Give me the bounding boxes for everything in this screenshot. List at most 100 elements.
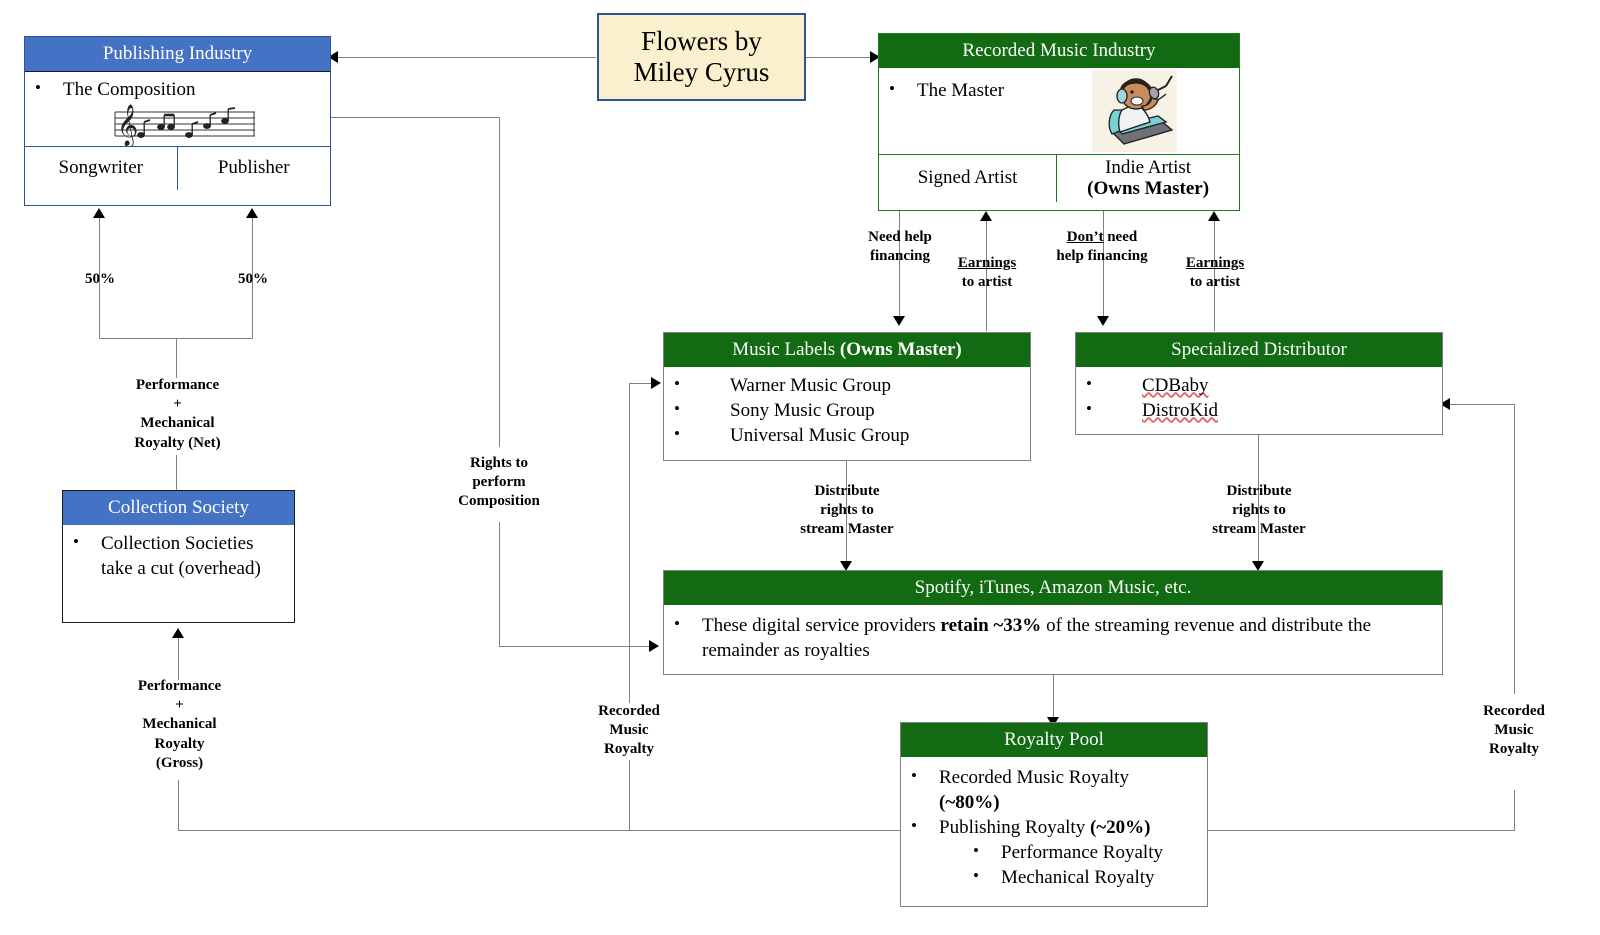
- dsp-note-retain: retain ~33%: [940, 614, 1042, 636]
- recorded-music-industry-box: Recorded Music Industry • The Master: [878, 33, 1240, 211]
- arrowhead-earnings-to-artist-1: [980, 211, 992, 221]
- pm-net-line2: +: [173, 396, 182, 413]
- edge-gross-to-collection-bottom: [178, 780, 179, 830]
- label-recorded-music-royalty-left: Recorded Music Royalty: [576, 702, 682, 760]
- recording-artist-icon: [1092, 69, 1177, 152]
- music-labels-title: Music Labels (Owns Master): [664, 333, 1030, 367]
- label-dont-need-help-financing: Don’t need help financing: [1030, 228, 1174, 266]
- music-label-item: Sony Music Group: [730, 399, 875, 421]
- publisher-cell: Publisher: [217, 156, 290, 178]
- indie-artist-label: Indie Artist: [1105, 156, 1192, 178]
- pm-net-line3: Mechanical: [140, 415, 215, 432]
- dsp-note: These digital service providers retain ~…: [702, 613, 1422, 663]
- publishing-sub-row: Songwriter Publisher: [25, 146, 330, 190]
- need-help-line1: Need help: [868, 229, 932, 245]
- collection-society-box: Collection Society • Collection Societie…: [62, 490, 295, 623]
- song-box: Flowers by Miley Cyrus: [597, 13, 806, 101]
- arrowhead-collection-society: [172, 628, 184, 638]
- label-performance-mechanical-gross: Performance + Mechanical Royalty (Gross): [108, 677, 251, 773]
- music-labels-title-bold: (Owns Master): [839, 339, 962, 360]
- label-50-percent-songwriter: 50%: [85, 271, 115, 287]
- pm-gross-line2: +: [175, 697, 184, 714]
- edge-rmr-right-v-top: [1514, 404, 1515, 694]
- arrowhead-labels-to-dsp: [840, 561, 852, 571]
- bullet-icon: •: [911, 765, 917, 785]
- pm-net-line1: Performance: [135, 377, 220, 393]
- recorded-music-industry-body: • The Master: [879, 67, 1239, 155]
- label-performance-mechanical-net: Performance + Mechanical Royalty (Net): [106, 376, 249, 453]
- distributor-item: CDBaby: [1142, 374, 1209, 396]
- specialized-distributor-box: Specialized Distributor •CDBaby •DistroK…: [1075, 332, 1443, 435]
- rights-line1: Rights to: [470, 455, 528, 471]
- distribute2-line1: Distribute: [1226, 483, 1292, 499]
- edge-split-stem-bottom: [176, 455, 177, 490]
- bullet-icon: •: [1086, 398, 1092, 418]
- indie-artist-owns-master-label: (Owns Master): [1087, 178, 1210, 200]
- label-recorded-music-royalty-right: Recorded Music Royalty: [1461, 702, 1567, 760]
- edge-rmr-right-to-distributor: [1450, 404, 1515, 405]
- pm-net-line4: Royalty (Net): [134, 434, 221, 451]
- music-label-item: Universal Music Group: [730, 424, 910, 446]
- edge-rmr-left-v-top: [629, 383, 630, 703]
- dsp-note-part2: of the streaming revenue and distribute …: [702, 614, 1372, 661]
- bullet-icon: •: [973, 840, 979, 860]
- publishing-composition-label: The Composition: [63, 78, 196, 100]
- distribute1-line2: rights to: [820, 502, 874, 519]
- earnings1-line1: Earnings: [957, 255, 1017, 271]
- dont-need-rest: need: [1103, 229, 1138, 245]
- distribute1-line1: Distribute: [814, 483, 880, 499]
- svg-text:𝄞: 𝄞: [117, 104, 138, 146]
- arrowhead-need-help-financing: [893, 316, 905, 326]
- label-earnings-to-artist-2: Earnings to artist: [1170, 254, 1260, 292]
- edge-labels-to-dsp: [846, 461, 847, 561]
- edge-gross-to-collection-top: [178, 638, 179, 680]
- arrowhead-songwriter: [93, 208, 105, 218]
- royalty-pool-box: Royalty Pool • Recorded Music Royalty (~…: [900, 722, 1208, 907]
- edge-royaltypool-to-collection: [178, 830, 904, 831]
- royalty-pool-sub-item: Mechanical Royalty: [1001, 867, 1155, 889]
- collection-society-note: Collection Societies take a cut (overhea…: [101, 532, 261, 579]
- specialized-distributor-title: Specialized Distributor: [1076, 333, 1442, 367]
- recorded-master-label: The Master: [917, 79, 1005, 101]
- bullet-icon: •: [35, 77, 41, 97]
- arrowhead-rmr-to-distributor: [1440, 398, 1450, 410]
- arrowhead-publisher: [246, 208, 258, 218]
- need-help-line2: financing: [869, 248, 930, 265]
- earnings1-line2: to artist: [961, 274, 1013, 291]
- distributor-item: DistroKid: [1142, 399, 1218, 421]
- distribute1-line3: stream Master: [800, 521, 894, 538]
- song-title-line2: Miley Cyrus: [633, 57, 770, 87]
- pm-gross-line4: Royalty: [154, 735, 205, 752]
- collection-society-body: • Collection Societies take a cut (overh…: [63, 524, 294, 617]
- edge-rights-to-dsp: [499, 646, 651, 647]
- music-labels-box: Music Labels (Owns Master) •Warner Music…: [663, 332, 1031, 461]
- dsp-title: Spotify, iTunes, Amazon Music, etc.: [664, 571, 1442, 605]
- songwriter-cell: Songwriter: [25, 146, 178, 190]
- dsp-box: Spotify, iTunes, Amazon Music, etc. • Th…: [663, 570, 1443, 675]
- royalty-pool-item-1: Recorded Music Royalty (~80%): [939, 765, 1189, 815]
- bullet-icon: •: [889, 78, 895, 98]
- arrowhead-rmr-to-labels: [651, 377, 661, 389]
- label-50-percent-publisher: 50%: [238, 271, 268, 287]
- dsp-body: • These digital service providers retain…: [664, 604, 1442, 663]
- bullet-icon: •: [674, 373, 680, 393]
- dont-need-line2: help financing: [1056, 248, 1148, 265]
- rmr-left-line3: Royalty: [604, 741, 654, 758]
- rights-line2: perform: [472, 474, 526, 491]
- dont-need-underlined: Don’t: [1066, 229, 1104, 245]
- rights-line3: Composition: [458, 493, 540, 510]
- edge-rights-vert-bottom: [499, 522, 500, 646]
- edge-earnings-to-artist-2: [1214, 221, 1215, 331]
- edge-rmr-right-v-bottom: [1514, 790, 1515, 830]
- edge-need-help-financing: [899, 211, 900, 316]
- dsp-note-part1: These digital service providers: [702, 614, 941, 636]
- rmr-right-line1: Recorded: [1483, 703, 1545, 719]
- signed-artist-cell: Signed Artist: [879, 154, 1058, 202]
- royalty-pool-sub-item: Performance Royalty: [1001, 841, 1163, 863]
- arrowhead-rights-to-dsp: [649, 640, 659, 652]
- publishing-industry-title: Publishing Industry: [25, 37, 330, 71]
- earnings2-line2: to artist: [1189, 274, 1241, 291]
- pm-gross-line3: Mechanical: [142, 716, 217, 733]
- bullet-icon: •: [674, 398, 680, 418]
- arrowhead-dont-need-financing: [1097, 316, 1109, 326]
